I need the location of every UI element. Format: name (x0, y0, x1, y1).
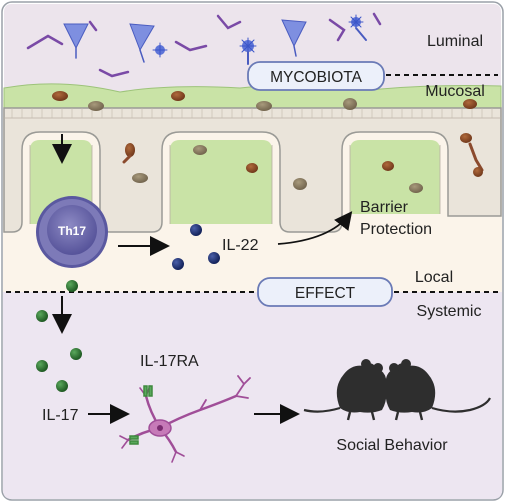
systemic-label: Systemic (417, 303, 482, 320)
mice-icon (303, 359, 491, 421)
intestinal-villi (3, 83, 502, 233)
effect-label: EFFECT (295, 285, 356, 302)
il17-molecules (36, 280, 82, 392)
social-behavior-label: Social Behavior (336, 437, 448, 454)
il17ra-label: IL-17RA (140, 353, 199, 370)
il22-label: IL-22 (222, 237, 259, 254)
mycobiota-label: MYCOBIOTA (270, 69, 363, 86)
il17-label: IL-17 (42, 407, 79, 424)
effect-box (257, 277, 393, 307)
systemic-zone (3, 292, 502, 499)
mycobiota-box (247, 61, 385, 91)
luminal-fungi (26, 12, 382, 78)
luminal-label: Luminal (427, 33, 483, 50)
il17ra-receptor-icon (129, 385, 153, 445)
barrier-line2: Protection (360, 221, 432, 238)
local-label: Local (415, 269, 453, 286)
th17-label: Th17 (58, 224, 86, 238)
barrier-line1: Barrier (360, 199, 409, 216)
mucosal-fungal-cells (52, 91, 484, 193)
neuron-nucleus (157, 425, 163, 431)
il22-to-barrier-arrow (277, 211, 353, 245)
mucosal-label: Mucosal (425, 83, 485, 100)
il22-molecules (172, 224, 220, 270)
th17-cell-icon (36, 196, 108, 268)
